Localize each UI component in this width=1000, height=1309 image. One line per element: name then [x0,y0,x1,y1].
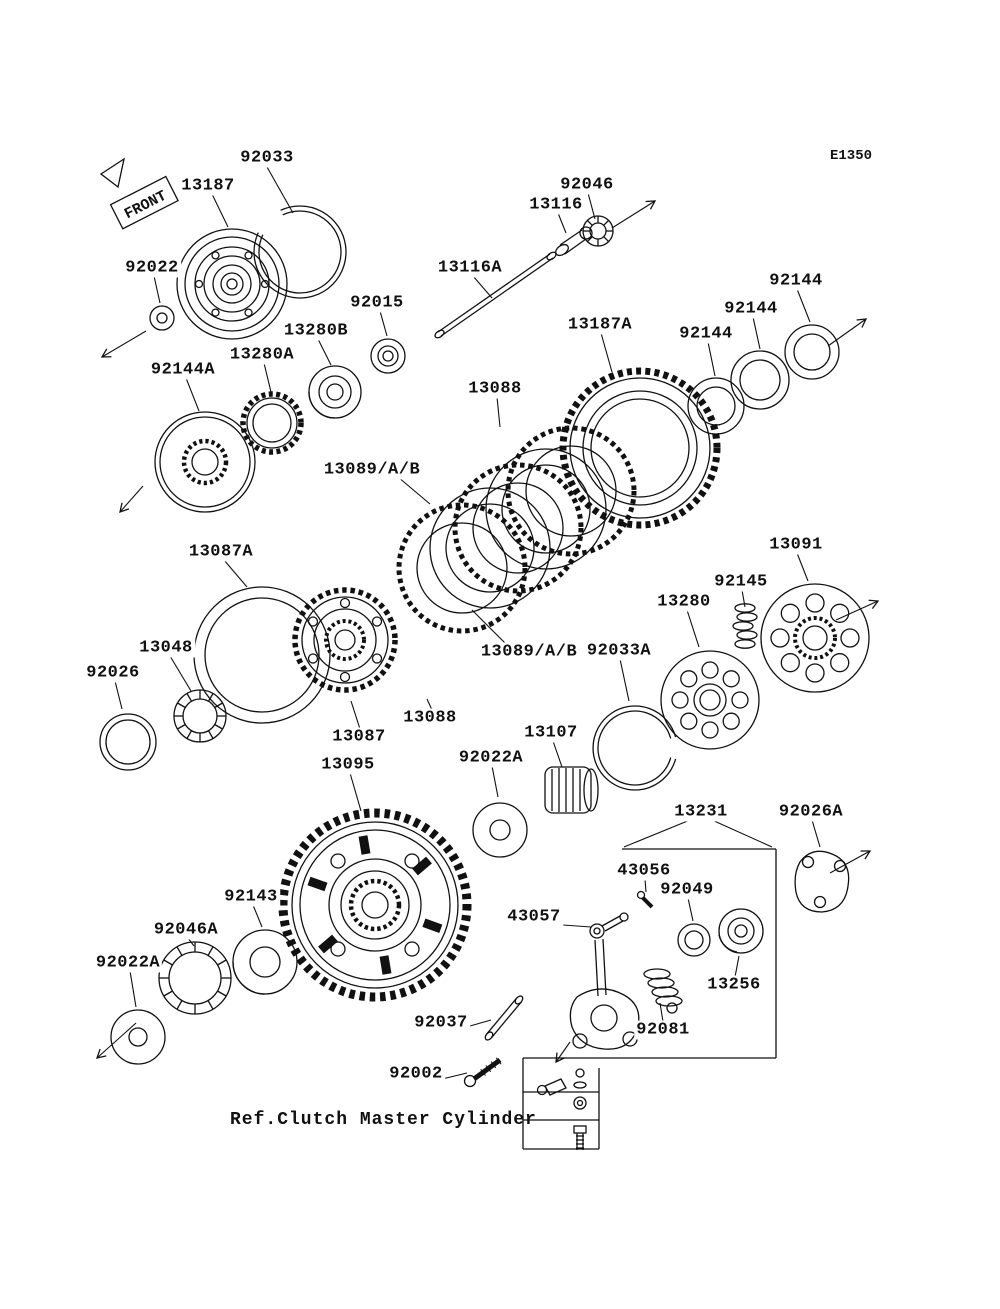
part-label-92033: 92033 [238,148,296,168]
part-label-13087a: 13087A [186,542,256,562]
part-13095-clutch-housing [278,808,472,1002]
part-13089-plate-stack [396,425,637,634]
master-cylinder-parts [536,1068,587,1150]
part-label-92037: 92037 [412,1013,470,1033]
diagram-code: E1350 [830,148,873,164]
part-label-92081: 92081 [634,1020,692,1040]
part-label-43056: 43056 [615,861,673,881]
part-13280b-sleeve [308,365,362,419]
part-label-92144a: 92144A [148,360,218,380]
part-92033a-snap-ring [592,705,677,791]
part-label-13088-2: 13088 [401,708,459,728]
part-label-92002: 92002 [387,1064,445,1084]
part-label-92143: 92143 [222,887,280,907]
part-label-13256: 13256 [705,975,763,995]
part-label-13116a: 13116A [435,258,505,278]
ref-clutch-master-cylinder-label: Ref.Clutch Master Cylinder [230,1110,537,1130]
part-label-92144-1: 92144 [767,271,825,291]
part-13187-disc [176,228,288,340]
part-label-92144-2: 92144 [722,299,780,319]
part-label-92015: 92015 [348,293,406,313]
part-92022a-washer-lower [110,1009,166,1065]
part-label-92046: 92046 [558,175,616,195]
part-13091-spring-plate [760,583,870,693]
part-92033-snap-ring [253,205,347,299]
part-92081-spring [643,968,683,1014]
part-92046-bearing [582,215,614,247]
part-label-13187: 13187 [179,176,237,196]
part-92026a-gasket [794,850,850,913]
leader-lines [114,166,821,1082]
part-label-13231: 13231 [672,802,730,822]
front-direction-arrow: FRONT [99,157,179,230]
part-label-92033a: 92033A [584,641,654,661]
part-13187a-gear [559,367,721,529]
part-label-13087: 13087 [330,727,388,747]
part-13256-piston [718,908,764,954]
part-13116a-push-rod [434,251,557,339]
part-label-92026a: 92026A [776,802,846,822]
part-label-13089ab-1: 13089/A/B [321,460,423,480]
part-label-92022a-2: 92022A [93,953,163,973]
part-label-13107: 13107 [522,723,580,743]
part-92145-spring [732,603,758,649]
part-label-13280: 13280 [655,592,713,612]
part-label-43057: 43057 [505,907,563,927]
part-label-92144-3: 92144 [677,324,735,344]
part-label-13280b: 13280B [281,321,351,341]
part-label-13089ab-2: 13089/A/B [478,642,580,662]
part-92022a-washer-upper [472,802,528,858]
part-13280-plate [660,650,760,750]
part-92002-bolt [463,1057,502,1088]
part-label-13116: 13116 [527,195,585,215]
part-label-92046a: 92046A [151,920,221,940]
part-92022-washer [149,305,175,331]
part-label-13088-1: 13088 [466,379,524,399]
part-label-13091: 13091 [767,535,825,555]
part-43057-joint [589,912,629,939]
part-label-92026: 92026 [84,663,142,683]
part-92144-washers [687,324,840,435]
sight-arrows [96,200,880,1064]
part-92143-spacer [232,929,298,995]
part-label-92145: 92145 [712,572,770,592]
part-13048-clutch-hub [292,587,398,693]
part-label-13095: 13095 [319,755,377,775]
part-needle-bearing [173,689,227,743]
part-43056-screw [636,890,654,909]
part-92046a-needle-bearing [158,941,232,1015]
part-release-body [569,938,640,1050]
part-label-13280a: 13280A [227,345,297,365]
part-label-92022a-1: 92022A [456,748,526,768]
part-92049-seal [677,923,711,957]
part-label-92022: 92022 [123,258,181,278]
part-13107-bushing [544,766,599,814]
part-92026-ring [99,713,157,771]
part-13280a-ring [240,391,304,455]
part-92037-rod [484,995,524,1041]
part-label-13187a: 13187A [565,315,635,335]
part-label-92049: 92049 [658,880,716,900]
part-92144a-spline-washer [154,411,256,513]
part-92015-nut [370,338,406,374]
assembly-bracket-13231 [522,848,777,1150]
part-label-13048: 13048 [137,638,195,658]
